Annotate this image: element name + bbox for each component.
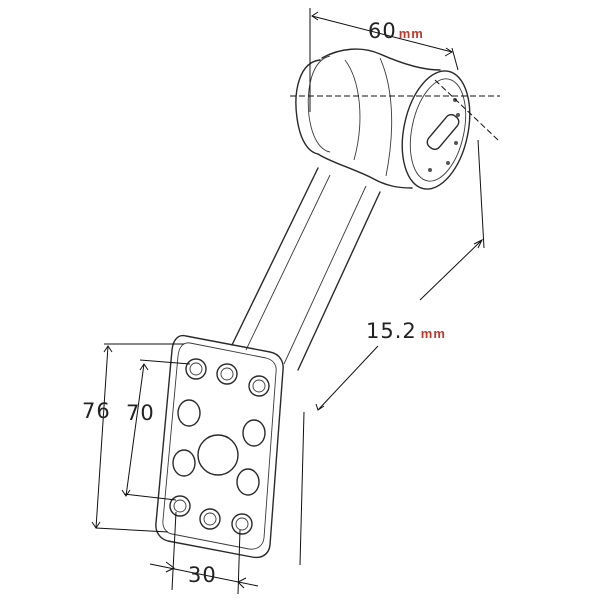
cylinder-head [295, 48, 471, 190]
dimension-30 [149, 511, 259, 595]
dimension-60mm [290, 8, 500, 141]
plate-hole-top-middle [216, 363, 238, 385]
plate-hole-bottom-left [169, 495, 191, 517]
dimension-70-label: 70 [126, 401, 155, 425]
plate-hole-mid-left-upper [177, 399, 201, 427]
dimension-15-2mm [299, 139, 485, 566]
dimension-30-label: 30 [188, 563, 217, 587]
plate-hole-mid-left-lower [172, 449, 196, 477]
arm-tube [231, 167, 381, 371]
face-markings [428, 98, 460, 172]
plate-hole-bottom-middle [199, 508, 221, 530]
dimension-76-70 [91, 343, 191, 533]
plate-hole-bottom-right [231, 513, 253, 535]
dimension-60-unit: mm [399, 26, 424, 41]
dimension-76-label: 76 [82, 399, 111, 423]
plate-hole-top-left [185, 358, 207, 380]
plate-hole-top-right [248, 375, 270, 397]
plate-hole-mid-right-upper [242, 419, 266, 447]
plate-hole-mid-right-lower [236, 468, 260, 496]
dimension-15-2-unit: mm [421, 326, 446, 341]
plate-center-hole [197, 434, 239, 476]
mounting-plate [155, 334, 284, 559]
